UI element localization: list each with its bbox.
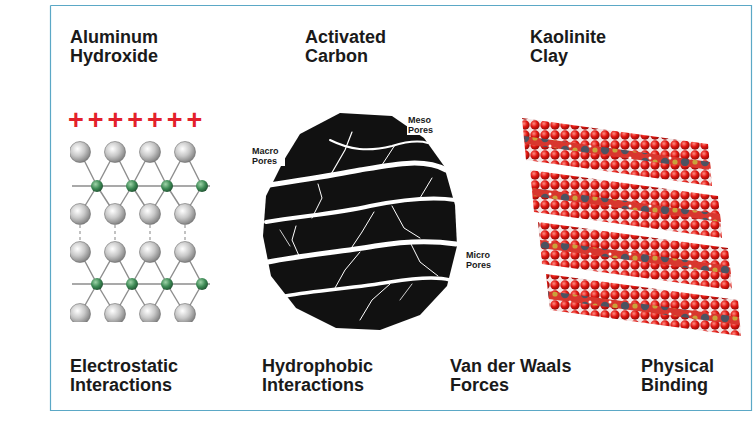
hydrogen-bonds (80, 225, 185, 241)
lattice-bonds (72, 152, 210, 314)
carbon-body (263, 113, 457, 330)
activated-carbon-particle (263, 113, 457, 330)
mechanism-label: Physical Binding (641, 357, 731, 395)
aluminum-spheres (91, 180, 208, 290)
pore-label: Macro Pores (251, 146, 285, 166)
material-heading: Kaolinite Clay (530, 28, 622, 66)
frame-border (51, 6, 752, 411)
charge-signs: +++++++ (68, 108, 218, 132)
aluminum-hydroxide-lattice (70, 142, 210, 323)
kaolinite-layers (522, 118, 741, 336)
hydroxyl-spheres (70, 142, 196, 323)
clay-layer (546, 274, 741, 336)
mechanism-label: Hydrophobic Interactions (262, 357, 390, 395)
mechanism-label: Electrostatic Interactions (70, 357, 198, 395)
material-heading: Aluminum Hydroxide (70, 28, 170, 66)
mechanism-label: Van der Waals Forces (450, 357, 590, 395)
frame (51, 6, 752, 411)
pore-label: Micro Pores (465, 250, 499, 270)
material-heading: Activated Carbon (305, 28, 400, 66)
pore-cracks (264, 132, 456, 320)
pore-label: Meso Pores (407, 115, 441, 135)
